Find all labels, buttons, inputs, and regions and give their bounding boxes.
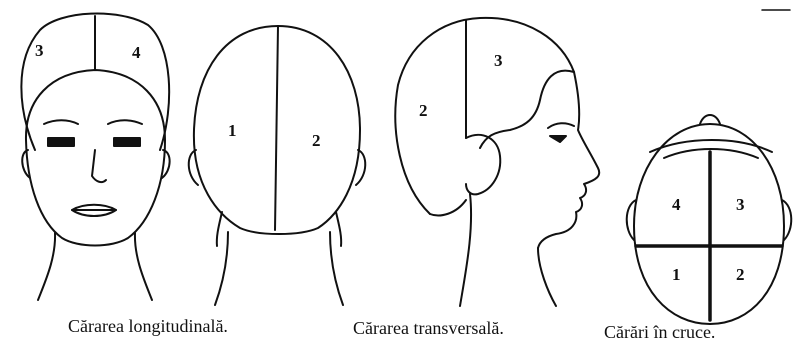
side-label-2: 2 [419,101,428,120]
side-eyebrow [548,123,574,128]
top-forehead-tip [700,115,720,124]
top-label-2: 2 [736,265,745,284]
front-neck-left [38,233,55,300]
front-left-eye [48,138,74,146]
back-label-1: 1 [228,121,237,140]
front-right-eyebrow [108,120,142,124]
side-neck-front [538,248,556,306]
front-face-outline [26,70,165,246]
back-parting-line [275,26,278,230]
front-label-4: 4 [132,43,141,62]
top-label-1: 1 [672,265,681,284]
front-left-eyebrow [44,120,78,124]
side-face-profile [538,72,599,248]
caption-longitudinal: Cărarea longitudinală. [68,316,228,337]
front-neck-right [135,233,152,300]
top-label-3: 3 [736,195,745,214]
caption-transversal: Cărarea transversală. [353,318,504,339]
side-neck-back [460,194,471,306]
top-label-4: 4 [672,195,681,214]
caption-cross: Cărări în cruce. [604,322,715,343]
top-head: 4 3 1 2 [627,115,792,324]
side-label-3: 3 [494,51,503,70]
back-label-2: 2 [312,131,321,150]
front-nose [92,150,106,182]
side-head: 2 3 [395,18,599,306]
back-nape-left [217,212,222,246]
side-eye [550,136,566,142]
back-head: 1 2 [189,26,366,305]
front-label-3: 3 [35,41,44,60]
front-right-eye [114,138,140,146]
back-nape-right [336,212,341,246]
side-nape [430,200,466,215]
front-head: 3 4 [21,14,169,300]
